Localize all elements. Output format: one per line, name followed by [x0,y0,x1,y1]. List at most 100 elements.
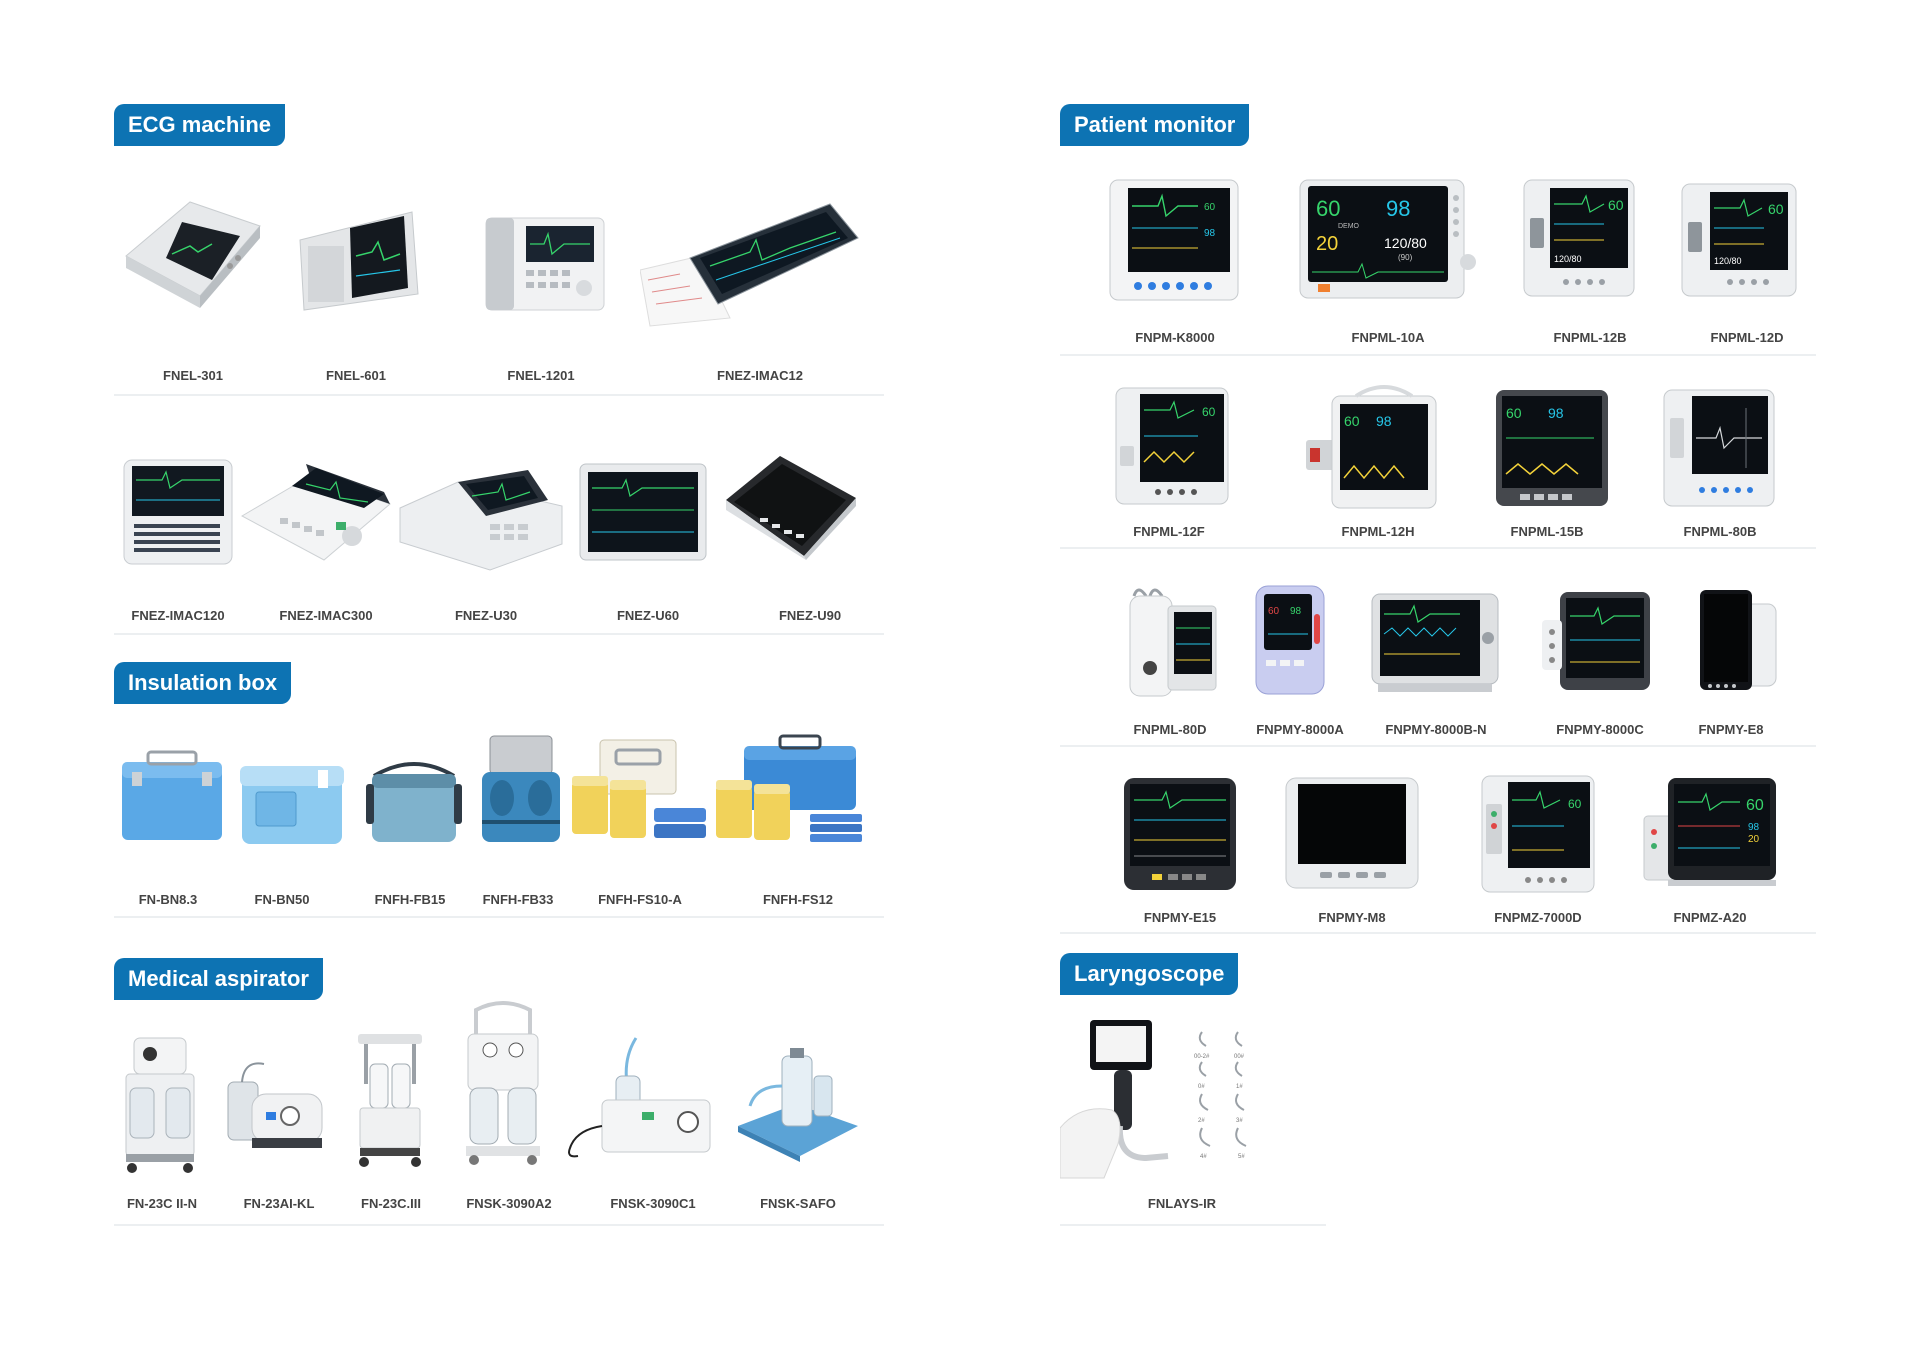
product-image-ecg-fnel-601[interactable] [292,206,432,318]
product-image-monitor-fnpmy-e8[interactable] [1694,586,1780,698]
monitor-hr-reading: 60 [1268,606,1280,617]
divider [1060,932,1816,934]
product-label: FNPMZ-7000D [1494,910,1582,925]
product-label: FNPML-80B [1683,524,1757,539]
product-image-monitor-fnpmy-8000b-n[interactable] [1370,592,1500,694]
product-image-monitor-fnpm-k8000[interactable]: 60 98 [1108,178,1240,304]
product-image-monitor-fnpml-80d[interactable] [1124,582,1220,702]
product-label: FNPMY-E8 [1698,722,1764,737]
product-image-ecg-fnez-u60[interactable] [578,462,708,562]
product-image-ecg-fnez-imac12[interactable] [640,200,860,330]
section-title-monitor: Patient monitor [1060,104,1250,146]
blade-size-label: 2# [1198,1118,1205,1124]
blade-size-label: 00-2# [1194,1054,1210,1060]
product-image-aspirator-fnsk-3090c1[interactable] [562,1030,716,1160]
product-image-ecg-fnez-u90[interactable] [724,448,858,560]
product-label: FNPM-K8000 [1135,330,1215,345]
blade-size-label: 5# [1238,1154,1245,1160]
monitor-spo2-reading: 98 [1290,606,1302,617]
product-image-monitor-fnpml-12f[interactable]: 60 [1114,386,1230,506]
product-label: FNFH-FB15 [374,892,446,907]
product-label: FNEZ-IMAC12 [717,368,803,383]
product-image-insulation-fn-bn50[interactable] [238,756,346,848]
product-label: FNEZ-U30 [454,608,518,623]
product-label: FNPMY-M8 [1318,910,1386,925]
divider [114,394,884,396]
monitor-hr-reading: 60 [1316,196,1340,221]
section-title-aspirator: Medical aspirator [114,958,323,1000]
product-image-insulation-fnfh-fs10-a[interactable] [568,736,708,844]
product-label: FNPMZ-A20 [1673,910,1747,925]
product-label: FNFH-FB33 [482,892,554,907]
product-image-insulation-fnfh-fs12[interactable] [714,734,864,844]
product-label: FNPMY-8000C [1556,722,1644,737]
product-label: FNPML-12D [1710,330,1784,345]
product-image-laryngoscope-fnlays-ir[interactable]: 00-2#00#0#1#2#3#4#5# [1060,1018,1260,1184]
product-image-aspirator-fn-23c-ii-n[interactable] [120,1034,200,1174]
product-label: FNPMY-E15 [1143,910,1217,925]
product-image-monitor-fnpmy-e15[interactable] [1122,776,1238,892]
product-image-ecg-fnel-1201[interactable] [484,214,606,314]
product-image-insulation-fnfh-fb33[interactable] [476,734,566,846]
product-label: FNPML-12F [1133,524,1205,539]
product-label: FNPML-15B [1510,524,1584,539]
blade-size-label: 00# [1234,1054,1245,1060]
product-label: FNPML-12H [1341,524,1415,539]
product-image-monitor-fnpmy-8000a[interactable]: 60 98 [1250,584,1330,696]
product-image-monitor-fnpmz-7000d[interactable]: 60 [1480,774,1596,894]
product-image-monitor-fnpmy-m8[interactable] [1284,776,1420,890]
blade-size-label: 3# [1236,1118,1243,1124]
product-image-aspirator-fn-23c-iii[interactable] [350,1030,430,1170]
monitor-map-reading: (90) [1398,253,1413,262]
product-image-ecg-fnez-u30[interactable] [398,462,564,572]
product-image-ecg-fnel-301[interactable] [120,196,266,316]
section-title-laryngoscope: Laryngoscope [1060,953,1239,995]
product-image-ecg-fnez-imac120[interactable] [122,456,234,568]
monitor-hr-reading: 60 [1768,201,1784,217]
product-label: FNPML-12B [1553,330,1627,345]
product-image-monitor-fnpml-12d[interactable]: 60 120/80 [1680,182,1800,300]
monitor-rr-reading: 20 [1748,834,1760,845]
product-image-monitor-fnpmy-8000c[interactable] [1540,590,1652,696]
product-label: FNFH-FS10-A [598,892,682,907]
monitor-spo2-reading: 98 [1748,822,1760,833]
section-title-ecg: ECG machine [114,104,286,146]
product-label: FN-BN50 [254,892,310,907]
product-image-monitor-fnpml-80b[interactable] [1662,388,1778,510]
divider [114,916,884,918]
monitor-hr-reading: 60 [1344,413,1360,429]
divider [114,633,884,635]
blade-size-label: 4# [1200,1154,1207,1160]
product-image-insulation-fnfh-fb15[interactable] [364,756,464,848]
monitor-hr-reading: 60 [1746,797,1764,814]
product-label: FN-BN8.3 [138,892,198,907]
product-image-insulation-fn-bn8-3[interactable] [118,748,226,844]
divider [1060,354,1816,356]
product-label: FN-23AI-KL [243,1196,315,1211]
svg-text:98: 98 [1204,228,1216,239]
monitor-spo2-reading: 98 [1376,413,1392,429]
monitor-nibp-reading: 120/80 [1714,256,1742,266]
svg-text:60: 60 [1204,202,1216,213]
product-label: FNSK-3090A2 [466,1196,552,1211]
monitor-hr-reading: 60 [1202,405,1216,419]
product-image-aspirator-fn-23ai-kl[interactable] [224,1054,326,1154]
product-label: FNSK-SAFO [760,1196,836,1211]
blade-size-label: 1# [1236,1084,1243,1090]
monitor-spo2-reading: 98 [1548,405,1564,421]
product-label: FNEZ-U90 [778,608,842,623]
product-label: FNPML-10A [1351,330,1425,345]
product-image-monitor-fnpml-12h[interactable]: 60 98 [1296,378,1446,512]
product-image-aspirator-fnsk-3090a2[interactable] [460,1000,546,1166]
product-label: FN-23C.III [361,1196,421,1211]
product-label: FN-23C II-N [126,1196,198,1211]
product-image-aspirator-fnsk-safo[interactable] [736,1046,860,1164]
monitor-spo2-reading: 98 [1386,196,1410,221]
divider [114,1224,884,1226]
product-image-ecg-fnez-imac300[interactable] [240,456,392,572]
monitor-rr-reading: 20 [1316,233,1338,255]
